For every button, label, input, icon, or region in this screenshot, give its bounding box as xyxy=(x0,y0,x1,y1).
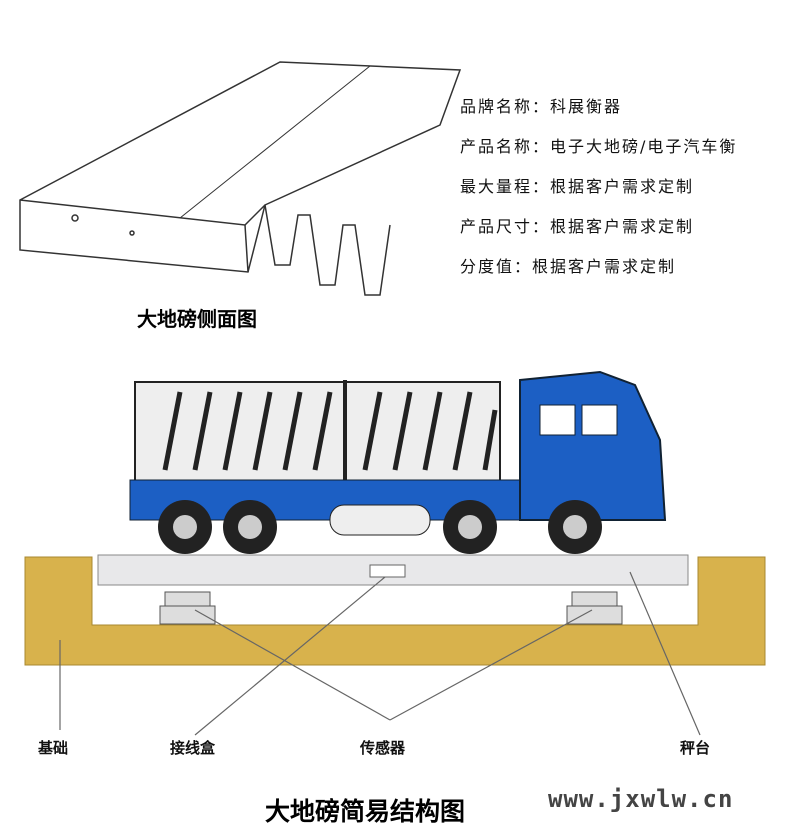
label-foundation: 基础 xyxy=(38,739,69,757)
truck xyxy=(129,370,667,554)
leader-lines xyxy=(59,571,701,736)
label-junction-box: 接线盒 xyxy=(170,739,216,757)
structure-caption: 大地磅简易结构图 xyxy=(265,797,466,826)
truck-cab xyxy=(519,370,667,521)
side-view-caption: 大地磅侧面图 xyxy=(137,307,257,331)
foundation xyxy=(24,556,766,666)
watermark: www.jxwlw.cn xyxy=(548,785,734,813)
spec-division: 分度值：根据客户需求定制 xyxy=(460,257,677,276)
spec-product-name: 产品名称：电子大地磅/电子汽车衡 xyxy=(460,137,738,156)
label-sensor: 传感器 xyxy=(360,739,406,757)
junction-box xyxy=(369,564,406,578)
sensor-right xyxy=(566,591,623,625)
sensor-left xyxy=(159,591,216,625)
weighbridge-side-view xyxy=(19,61,462,296)
label-platform: 秤台 xyxy=(680,739,711,757)
spec-size: 产品尺寸：根据客户需求定制 xyxy=(460,217,695,236)
spec-brand: 品牌名称：科展衡器 xyxy=(460,97,623,116)
spec-max-capacity: 最大量程：根据客户需求定制 xyxy=(460,177,695,196)
